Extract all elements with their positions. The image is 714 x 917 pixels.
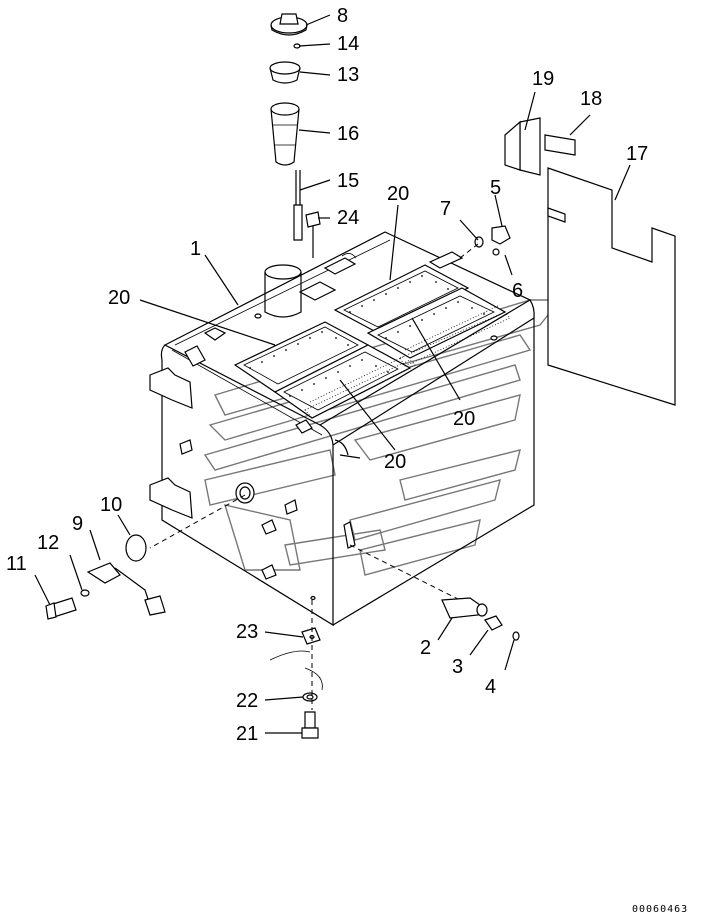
label-part-5: 5: [490, 177, 501, 199]
label-part-17: 17: [626, 143, 648, 165]
label-part-6: 6: [512, 280, 523, 302]
label-part-16: 16: [337, 123, 359, 145]
label-part-11: 11: [6, 553, 27, 575]
panels: [504, 117, 676, 406]
label-part-9: 9: [72, 513, 83, 535]
label-part-2: 2: [420, 637, 431, 659]
leader-lines: [34, 14, 631, 734]
label-part-14: 14: [337, 33, 359, 55]
drain-assembly: [269, 600, 323, 739]
fuel-tank: [160, 231, 535, 627]
label-part-4: 4: [485, 676, 496, 698]
label-part-18: 18: [580, 88, 602, 110]
label-part-3: 3: [452, 656, 463, 678]
label-part-20-a: 20: [108, 287, 130, 309]
label-part-20-b: 20: [387, 183, 409, 205]
fuel-gauge: [45, 494, 246, 620]
label-part-22: 22: [236, 690, 258, 712]
label-part-20-c: 20: [453, 408, 475, 430]
label-part-1: 1: [190, 238, 201, 260]
side-brackets: [149, 345, 361, 601]
label-part-20-d: 20: [384, 451, 406, 473]
label-part-7: 7: [440, 198, 451, 220]
label-part-21: 21: [236, 723, 258, 745]
label-part-19: 19: [532, 68, 554, 90]
callout-labels: 8 14 13 16 15 24 1 20 20 20 20 19 18 17 …: [6, 5, 648, 745]
drawing-code: 00060463: [632, 904, 688, 915]
label-part-15: 15: [337, 170, 359, 192]
drain-cock: [349, 544, 520, 641]
label-part-13: 13: [337, 64, 359, 86]
filler-components: [269, 13, 321, 258]
label-part-12: 12: [37, 532, 59, 554]
label-part-10: 10: [100, 494, 122, 516]
label-part-24: 24: [337, 207, 359, 229]
cover-plates: [233, 264, 511, 419]
label-part-8: 8: [337, 5, 348, 27]
breather-parts: [459, 225, 511, 259]
label-part-23: 23: [236, 621, 258, 643]
